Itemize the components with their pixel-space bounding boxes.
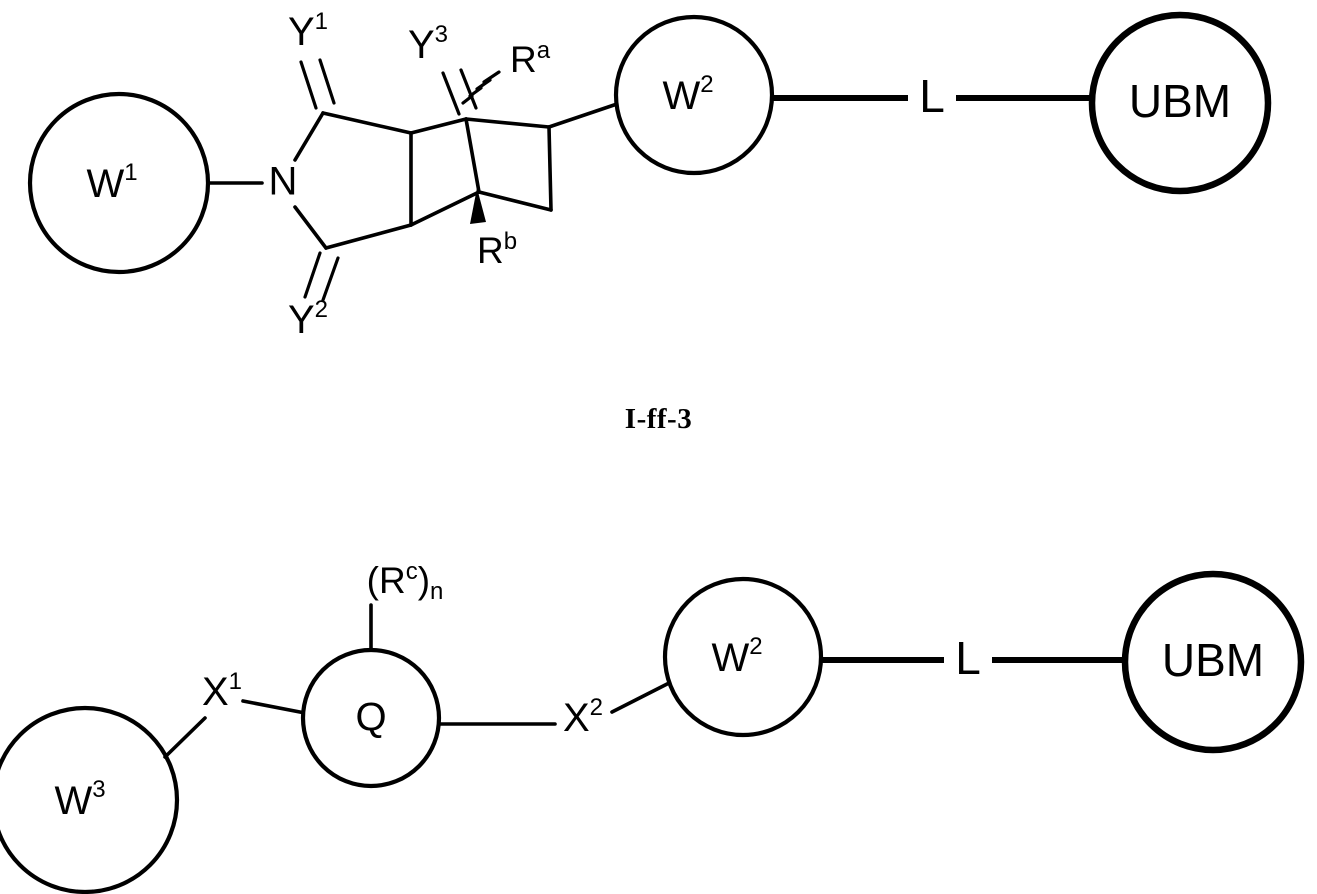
scheme-top-canvas: W1 N Y1 <box>27 8 1272 342</box>
ra-label: Ra <box>510 37 551 79</box>
y2-label: Y2 <box>288 296 328 341</box>
bond-y3-double <box>441 68 478 116</box>
bond-ca-w2 <box>547 102 619 129</box>
w2-bottom-label: W2 <box>711 633 762 679</box>
hash-3 <box>475 78 492 91</box>
l-linker-label-bottom: L <box>955 632 981 684</box>
ubm-bottom-circle <box>1121 570 1305 754</box>
bond-y2-double <box>303 251 340 302</box>
y1-label: Y1 <box>288 8 328 53</box>
n-atom-label: N <box>269 160 298 204</box>
group-w2: W2 <box>613 14 775 176</box>
chemical-scheme-bottom: W3 X1 Q (Rc)n <box>0 505 1317 894</box>
bond-y3-b <box>459 68 478 110</box>
y3-label: Y3 <box>408 21 448 66</box>
x1-label: X1 <box>202 668 242 713</box>
bond-y3-a <box>441 71 461 116</box>
bond-y2-b <box>321 256 340 302</box>
group-ubm-bottom: UBM <box>1121 570 1305 754</box>
l-linker-label: L <box>919 70 945 122</box>
rc-label: (Rc)n <box>367 558 444 605</box>
ubm-bottom-label: UBM <box>1162 634 1264 686</box>
bond-c4-bh2 <box>409 190 481 227</box>
hashed-wedge-ra <box>461 70 501 105</box>
x2-label: X2 <box>563 694 603 739</box>
ubm-label: UBM <box>1129 75 1231 127</box>
scheme-bottom-canvas: W3 X1 Q (Rc)n <box>0 558 1305 894</box>
group-w1: W1 <box>27 91 211 275</box>
ubm-circle <box>1088 11 1272 195</box>
group-q-ring: Q <box>300 647 442 789</box>
bond-y1-a <box>299 60 318 110</box>
bond-n-c2 <box>293 111 325 162</box>
w1-label: W1 <box>86 159 137 205</box>
bond-y1-b <box>318 58 336 105</box>
bond-w3-x1 <box>163 716 207 759</box>
imide-ring <box>293 111 413 250</box>
w2-label: W2 <box>662 71 713 117</box>
bond-y1-double <box>299 58 336 110</box>
figure-caption: I-ff-3 <box>624 403 693 435</box>
bond-bh1-ca <box>464 117 551 129</box>
group-w2-bottom: W2 <box>662 576 824 738</box>
bicyclic-skeleton <box>409 102 619 227</box>
bond-x2-w2 <box>610 678 677 714</box>
wedge-rb-triangle <box>470 188 486 224</box>
rb-label: Rb <box>477 228 517 270</box>
bond-c5-n <box>293 205 328 250</box>
w3-label: W3 <box>54 776 105 822</box>
hash-4 <box>482 70 501 84</box>
bond-c2-c3 <box>321 111 413 135</box>
bond-ca-cb <box>547 125 553 212</box>
chemical-scheme-top: W1 N Y1 <box>0 0 1317 395</box>
bond-cb-bh2 <box>477 190 553 212</box>
q-ring-label: Q <box>355 696 386 740</box>
group-w3: W3 <box>0 705 180 894</box>
bond-y2-a <box>303 251 322 299</box>
bond-c3-bh1 <box>409 117 468 135</box>
group-ubm: UBM <box>1088 11 1272 195</box>
bond-x1-q <box>241 699 307 715</box>
bond-c4-c5 <box>324 223 413 250</box>
bold-wedge-rb <box>470 188 486 224</box>
bond-bh1-bh2 <box>464 117 481 194</box>
w3-circle <box>0 705 180 894</box>
